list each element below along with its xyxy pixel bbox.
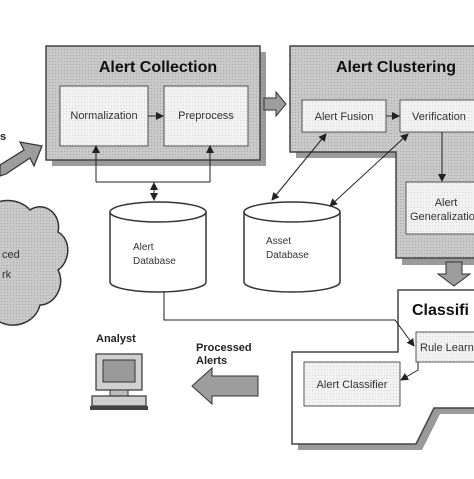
alert-database: Alert Database [109,201,207,293]
preprocess-label: Preprocess [178,110,234,122]
asset-database: Asset Database [243,201,341,293]
collection-to-clustering-arrow [263,90,287,118]
preprocess-box [163,85,249,147]
alert-fusion-label: Alert Fusion [315,111,374,123]
alert-generalization-box [405,181,474,235]
fusion-asset-db-connector [271,133,327,201]
alert-db-label-2: Database [133,256,176,267]
alert-collection-panel: Alert Collection Normalization Preproces… [45,45,266,166]
alert-classifier-box [303,361,401,407]
cloud-label-line1: ced [2,249,20,261]
analyst-label: Analyst [96,333,136,345]
alert-fusion-box [301,99,387,133]
processed-alerts-label-2: Alerts [196,355,227,367]
classification-panel: Classifi Rule Learn Alert Classifier [291,289,474,450]
alert-collection-title: Alert Collection [99,59,217,76]
processed-alerts-label-1: Processed [196,342,252,354]
alert-clustering-title: Alert Clustering [336,59,456,76]
left-edge-text: s [0,131,6,143]
alert-generalization-label-1: Alert [435,197,458,209]
processed-alerts-arrow [191,366,259,406]
alert-generalization-label-2: Generalization [410,211,474,223]
classification-title: Classifi [412,302,469,319]
rule-to-classifier-arrow [400,362,419,381]
verification-asset-db-connector [329,133,409,207]
alert-classifier-label: Alert Classifier [317,379,388,391]
verification-box [399,99,474,133]
network-cloud: ced rk [0,199,69,326]
rule-learner-box [415,331,474,363]
verification-label: Verification [412,111,466,123]
asset-db-label-1: Asset [266,236,291,247]
collection-db-connector [92,145,214,201]
input-arrow [0,141,43,177]
clustering-to-classification-arrow [436,261,472,287]
cloud-label-line2: rk [2,269,12,281]
alert-db-label-1: Alert [133,242,154,253]
alert-db-to-rule-learner-connector [163,292,415,347]
rule-learner-label: Rule Learn [420,342,474,354]
normalization-box [59,85,149,147]
normalization-label: Normalization [70,110,137,122]
asset-db-label-2: Database [266,250,309,261]
analyst-computer-icon [90,353,148,410]
